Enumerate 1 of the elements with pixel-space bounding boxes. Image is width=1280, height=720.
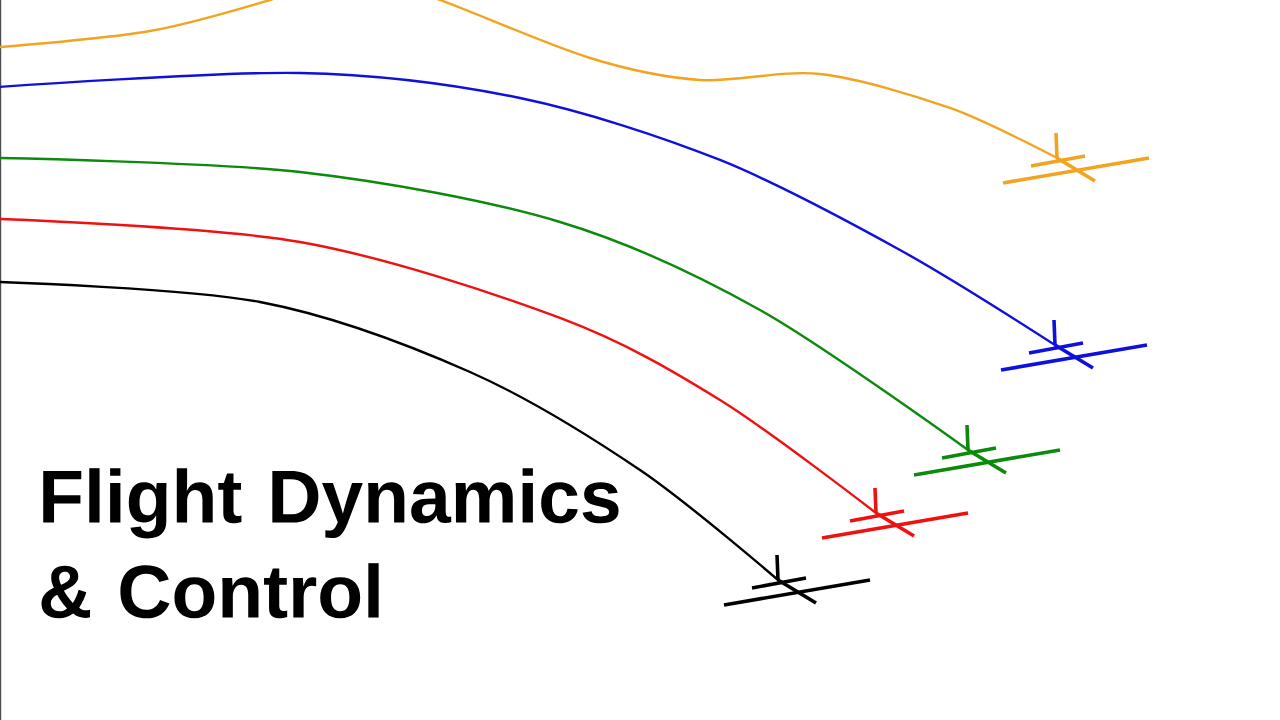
title: Flight Dynamics & Control	[41, 468, 619, 619]
